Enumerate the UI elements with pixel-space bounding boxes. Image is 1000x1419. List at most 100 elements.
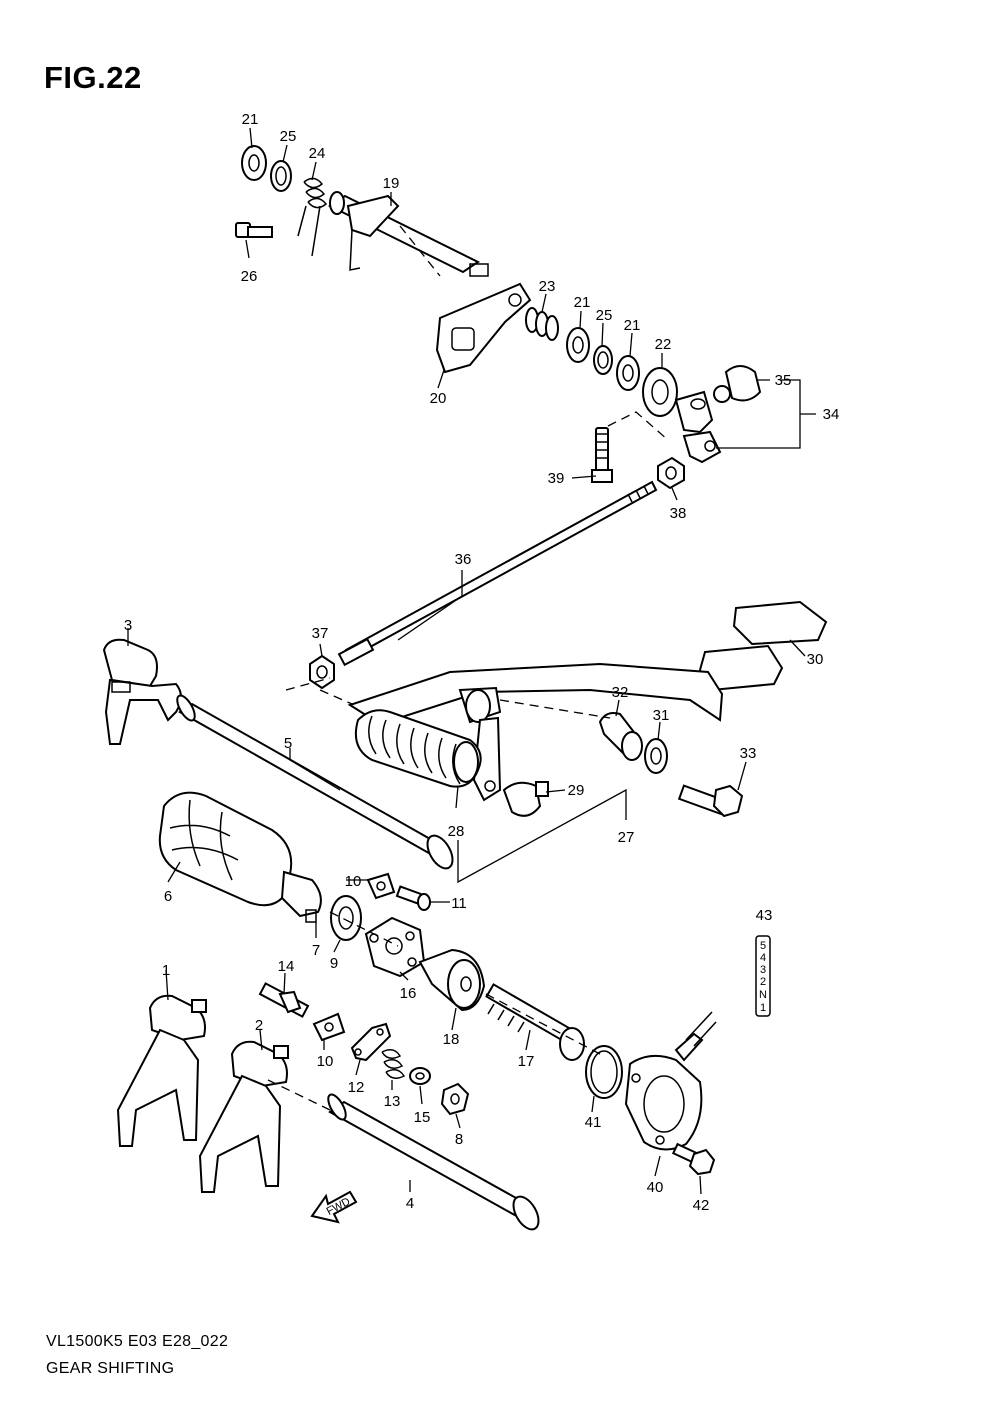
part-4-fork-shaft (327, 1093, 540, 1231)
callout-25a: 25 (280, 128, 297, 145)
callout-10b: 10 (317, 1053, 334, 1070)
part-39-bolt (591, 427, 613, 483)
part-9-bearing (330, 895, 362, 941)
model-code: VL1500K5 E03 E28_022 (46, 1333, 229, 1350)
figure-title: FIG.22 (44, 60, 142, 95)
part-32-collar (598, 712, 643, 761)
callout-9: 9 (330, 955, 338, 972)
callout-7: 7 (312, 942, 320, 959)
callout-42: 42 (693, 1197, 710, 1214)
part-21-washer-lower (616, 355, 640, 391)
callout-21b: 21 (574, 294, 591, 311)
callout-38: 38 (670, 505, 687, 522)
callout-11: 11 (451, 895, 467, 912)
callout-41: 41 (585, 1114, 602, 1131)
part-10-stopper-lower (312, 1012, 346, 1042)
part-19-shift-shaft (328, 191, 489, 277)
part-10-stopper-upper (366, 872, 396, 900)
callout-16: 16 (400, 985, 417, 1002)
callout-1: 1 (162, 962, 170, 979)
gear-pos-0: 5 (760, 940, 766, 952)
assembly-line-rod (285, 677, 353, 705)
callout-39: 39 (548, 470, 565, 487)
leader-lines (127, 127, 816, 1195)
assembly-line-fork (267, 1079, 331, 1111)
callout-6: 6 (164, 888, 172, 905)
callout-15: 15 (414, 1109, 431, 1126)
callout-36: 36 (455, 551, 472, 568)
part-25-circlip-top (270, 160, 292, 192)
callout-25b: 25 (596, 307, 613, 324)
part-20-shift-arm (435, 282, 532, 374)
part-2-shift-fork (198, 1040, 289, 1193)
gear-pos-3: 2 (760, 976, 766, 988)
part-21-washer-mid (566, 327, 590, 363)
callout-37: 37 (312, 625, 329, 642)
callout-12: 12 (348, 1079, 365, 1096)
assembly-line-shaft (399, 225, 441, 277)
callout-21c: 21 (624, 317, 641, 334)
part-30-pedal-rubber-lower (698, 644, 784, 692)
gear-pos-5: 1 (760, 1002, 766, 1014)
part-1-shift-fork (116, 994, 207, 1147)
part-6-shift-drum (158, 791, 322, 923)
part-14-stud-bolt (258, 982, 310, 1018)
callout-28: 28 (448, 823, 465, 840)
gear-pos-1: 4 (760, 952, 766, 964)
section-name: GEAR SHIFTING (46, 1360, 175, 1377)
assembly-line-pedal (499, 699, 611, 719)
callout-40: 40 (647, 1179, 664, 1196)
part-22-bearing (642, 367, 678, 417)
assembly-line-joint (607, 411, 669, 441)
part-23-spring (525, 307, 559, 341)
part-34-joint-assembly (674, 390, 722, 464)
callout-22: 22 (655, 336, 672, 353)
callout-27: 27 (618, 829, 635, 846)
callout-32: 32 (612, 684, 629, 701)
gear-pos-4: N (759, 989, 767, 1001)
assembly-line-drum (329, 911, 399, 947)
part-8-nut (440, 1082, 470, 1116)
callout-14: 14 (278, 958, 295, 975)
part-35-ball-joint-upper (713, 365, 762, 403)
part-41-o-ring (585, 1045, 623, 1099)
callout-17: 17 (518, 1053, 535, 1070)
part-12-stopper-arm (350, 1022, 392, 1062)
part-3-shift-fork (102, 638, 182, 745)
callout-35: 35 (775, 372, 792, 389)
part-16-cam-plate (364, 916, 426, 978)
part-25-circlip-mid (593, 345, 613, 375)
callout-10a: 10 (345, 873, 362, 890)
part-18-cam-stopper (418, 948, 486, 1012)
part-38-nut (657, 456, 685, 490)
callout-3: 3 (124, 617, 132, 634)
part-15-washer (409, 1067, 431, 1085)
part-17-bolt (485, 983, 585, 1061)
gear-position-indicator: 5 4 3 2 N 1 43 (755, 907, 773, 1017)
part-37-nut (309, 654, 335, 690)
callout-23: 23 (539, 278, 556, 295)
fwd-direction-arrow: FWD (310, 1190, 358, 1224)
callout-21a: 21 (242, 111, 259, 128)
fwd-label: FWD (325, 1196, 353, 1218)
callout-43: 43 (756, 907, 773, 924)
part-24-spring (297, 177, 328, 257)
part-27-shift-lever (347, 662, 724, 802)
part-40-gear-position-switch (624, 1011, 717, 1151)
part-33-bolt (677, 784, 744, 818)
part-21-washer-top (241, 145, 267, 181)
gear-pos-2: 3 (760, 964, 766, 976)
callout-8: 8 (455, 1131, 463, 1148)
assembly-line-stopper (485, 993, 601, 1055)
part-36-shift-rod (337, 480, 658, 667)
part-5-fork-shaft (176, 694, 454, 870)
part-31-washer (644, 738, 668, 774)
part-11-screw (395, 885, 431, 911)
callout-2: 2 (255, 1017, 263, 1034)
part-30-pedal-rubber-upper (732, 600, 828, 646)
callout-31: 31 (653, 707, 670, 724)
part-26-bolt (235, 222, 273, 238)
callout-5: 5 (284, 735, 292, 752)
